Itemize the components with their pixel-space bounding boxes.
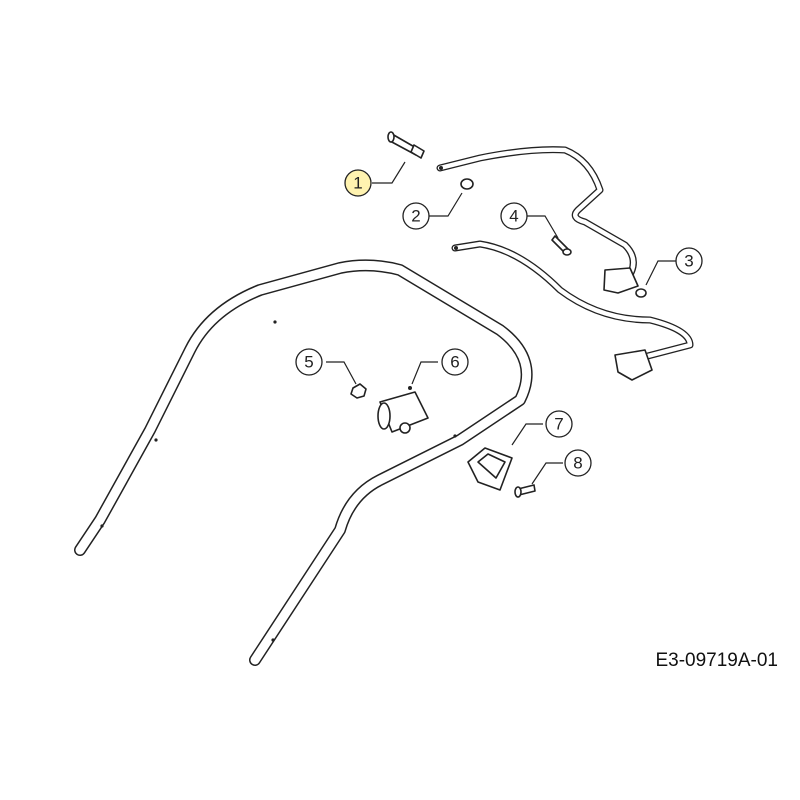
part-1-pin <box>387 131 425 159</box>
lower-bail-bracket <box>614 349 653 381</box>
part-5-nut <box>350 383 367 399</box>
callout-8-label: 8 <box>573 454 582 473</box>
callout-8: 8 <box>564 449 592 477</box>
callout-6: 6 <box>441 348 469 376</box>
callout-3: 3 <box>675 247 703 275</box>
upper-control-bail <box>436 146 639 294</box>
callout-6-label: 6 <box>450 353 459 372</box>
part-2-washer <box>460 178 474 190</box>
callout-leaders <box>326 161 676 485</box>
upper-handle-tube <box>74 259 533 666</box>
part-7-bracket <box>467 447 513 491</box>
callout-4: 4 <box>500 202 528 230</box>
callout-1: 1 <box>344 169 372 197</box>
callout-7-label: 7 <box>554 415 563 434</box>
callout-5: 5 <box>295 348 323 376</box>
callout-2-label: 2 <box>411 207 420 226</box>
drawing-code: E3-09719A-01 <box>655 650 778 671</box>
callout-5-label: 5 <box>304 353 313 372</box>
callout-7: 7 <box>545 410 573 438</box>
callout-4-label: 4 <box>509 207 518 226</box>
callout-2: 2 <box>402 202 430 230</box>
part-3-clip <box>635 288 647 298</box>
part-6-hinge-block <box>377 386 429 434</box>
part-8-bolt <box>514 484 536 498</box>
callout-3-label: 3 <box>684 252 693 271</box>
upper-bail-bracket <box>603 267 639 294</box>
lower-control-bail <box>451 240 694 381</box>
part-4-screw <box>551 235 572 256</box>
callout-1-label: 1 <box>353 174 362 193</box>
